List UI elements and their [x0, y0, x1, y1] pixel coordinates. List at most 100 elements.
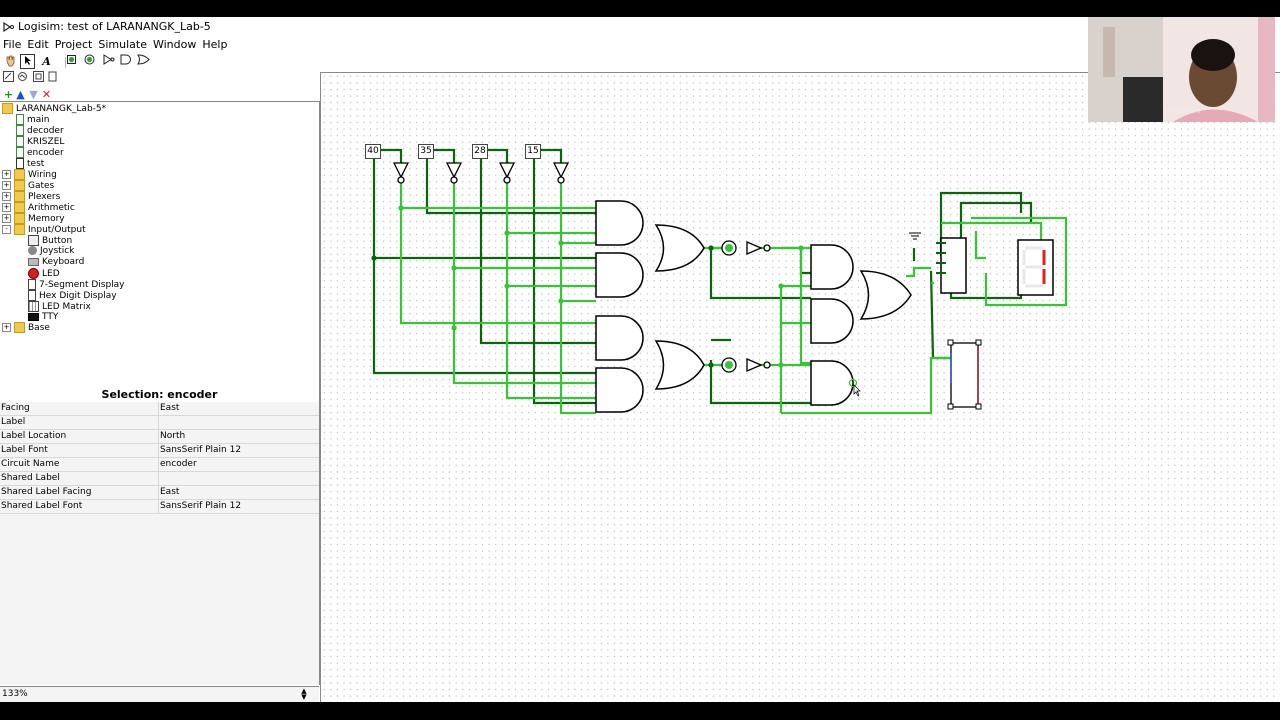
tree-circuit-label: test	[27, 159, 45, 169]
expand-base-icon[interactable]: +	[2, 323, 11, 332]
tree-circuit-label: KRISZEL	[27, 137, 65, 147]
menu-simulate[interactable]: Simulate	[98, 38, 147, 51]
tree-circuit-main[interactable]: main	[16, 114, 50, 125]
input-pin-15[interactable]: 15	[525, 144, 541, 159]
junction-dots-on	[398, 205, 804, 368]
tree-lib-base[interactable]: Base	[14, 322, 50, 333]
input-pin-icon[interactable]	[64, 54, 79, 69]
attr-key: Label	[1, 417, 26, 427]
probes-and-inverters	[721, 240, 771, 373]
menu-project[interactable]: Project	[54, 38, 93, 51]
move-down-icon[interactable]: ▼	[29, 88, 38, 101]
menu-bar: File Edit Project Simulate Window Help	[0, 37, 1280, 53]
tree-io-hexdigit[interactable]: Hex Digit Display	[28, 290, 117, 301]
tree-circuit-decoder[interactable]: decoder	[16, 125, 64, 136]
add-circuit-icon[interactable]: +	[3, 88, 14, 101]
expand-arithmetic-icon[interactable]: +	[2, 203, 11, 212]
menu-help[interactable]: Help	[202, 38, 228, 51]
not-gates-inputs	[392, 162, 570, 184]
tree-lib-arithmetic[interactable]: Arithmetic	[14, 202, 75, 213]
tree-io-button[interactable]: Button	[28, 235, 72, 246]
tree-lib-input-output[interactable]: Input/Output	[14, 224, 86, 235]
select-tool-icon[interactable]	[20, 54, 35, 69]
tree-io-ledmatrix[interactable]: LED Matrix	[28, 301, 91, 312]
not-gate-icon[interactable]	[101, 54, 116, 69]
remove-circuit-icon[interactable]: ✕	[41, 88, 52, 101]
title-bar: Logisim: test of LARANANGK_Lab-5	[0, 17, 1280, 37]
layout-view-icon[interactable]	[31, 71, 46, 86]
project-toolbar: + ▲ ▼ ✕	[0, 87, 320, 101]
attr-row-label[interactable]: Label	[0, 416, 319, 430]
tree-io-label: TTY	[42, 312, 59, 322]
attr-row-shared-label[interactable]: Shared Label	[0, 472, 319, 486]
tree-lib-label: Arithmetic	[28, 203, 75, 213]
expand-wiring-icon[interactable]: +	[2, 170, 11, 179]
appearance-view-icon[interactable]	[45, 71, 60, 86]
attr-value[interactable]: North	[160, 431, 186, 441]
tree-circuit-kriszel[interactable]: KRISZEL	[16, 136, 64, 147]
output-pin-icon[interactable]	[82, 54, 97, 69]
logisim-app-icon	[3, 21, 14, 33]
selection-header: Selection: encoder	[101, 388, 218, 401]
circuit-icon	[16, 114, 24, 125]
circuit-icon	[16, 136, 24, 147]
zoom-spinner-icon[interactable]: ▲▼	[301, 687, 307, 701]
tree-io-joystick[interactable]: Joystick	[28, 246, 74, 257]
and-gate-icon[interactable]	[118, 54, 133, 69]
expand-plexers-icon[interactable]: +	[2, 192, 11, 201]
attr-row-shared-label-facing[interactable]: Shared Label Facing East	[0, 486, 319, 500]
attr-value[interactable]: East	[160, 403, 180, 413]
tree-lib-memory[interactable]: Memory	[14, 213, 65, 224]
button-icon	[28, 235, 39, 246]
zoom-value[interactable]: 133%	[2, 689, 28, 699]
folder-icon	[14, 213, 25, 224]
move-up-icon[interactable]: ▲	[16, 88, 25, 101]
attr-value[interactable]: SansSerif Plain 12	[160, 501, 242, 511]
tree-io-led[interactable]: LED	[28, 268, 60, 279]
collapse-io-icon[interactable]: -	[2, 225, 11, 234]
tree-lib-gates[interactable]: Gates	[14, 180, 54, 191]
tree-lib-label: Memory	[28, 214, 65, 224]
and-gates-stage2	[810, 244, 854, 406]
attr-value[interactable]: SansSerif Plain 12	[160, 445, 242, 455]
tty-icon	[28, 312, 39, 321]
input-pin-28[interactable]: 28	[472, 144, 488, 159]
input-pin-35[interactable]: 35	[418, 144, 434, 159]
attr-key: Shared Label Facing	[1, 487, 92, 497]
tree-circuit-test[interactable]: test	[16, 158, 44, 169]
toolbar-separator: |	[63, 55, 68, 68]
tree-root-label: LARANANGK_Lab-5*	[16, 104, 107, 114]
selected-subcircuit	[947, 339, 982, 410]
poke-tool-icon[interactable]	[3, 54, 18, 69]
tree-io-tty[interactable]: TTY	[28, 312, 58, 323]
circuit-canvas[interactable]: 40 35 28 15	[320, 72, 1280, 703]
text-tool-icon[interactable]: A	[42, 55, 51, 68]
tree-lib-wiring[interactable]: Wiring	[14, 169, 57, 180]
tree-io-keyboard[interactable]: Keyboard	[28, 257, 84, 268]
menu-window[interactable]: Window	[152, 38, 197, 51]
toolbox-view-icon[interactable]	[1, 71, 16, 86]
tree-root[interactable]: LARANANGK_Lab-5*	[2, 103, 106, 114]
or-gate-icon[interactable]	[136, 54, 151, 69]
tree-io-7segment[interactable]: 7-Segment Display	[28, 279, 125, 290]
hex-digit-icon	[28, 290, 36, 301]
top-black-bar	[0, 0, 1280, 17]
simulation-view-icon[interactable]	[15, 71, 30, 86]
tree-circuit-encoder[interactable]: encoder	[16, 147, 64, 158]
input-pin-40[interactable]: 40	[365, 144, 381, 159]
or-gate-stage2	[859, 270, 912, 320]
expand-memory-icon[interactable]: +	[2, 214, 11, 223]
menu-file[interactable]: File	[3, 38, 22, 51]
expand-gates-icon[interactable]: +	[2, 181, 11, 190]
attribute-panel-background	[0, 402, 320, 685]
tree-lib-plexers[interactable]: Plexers	[14, 191, 60, 202]
menu-edit[interactable]: Edit	[27, 38, 49, 51]
tree-io-label: LED	[42, 269, 60, 279]
attr-value[interactable]: encoder	[160, 459, 197, 469]
attr-value[interactable]: East	[160, 487, 180, 497]
